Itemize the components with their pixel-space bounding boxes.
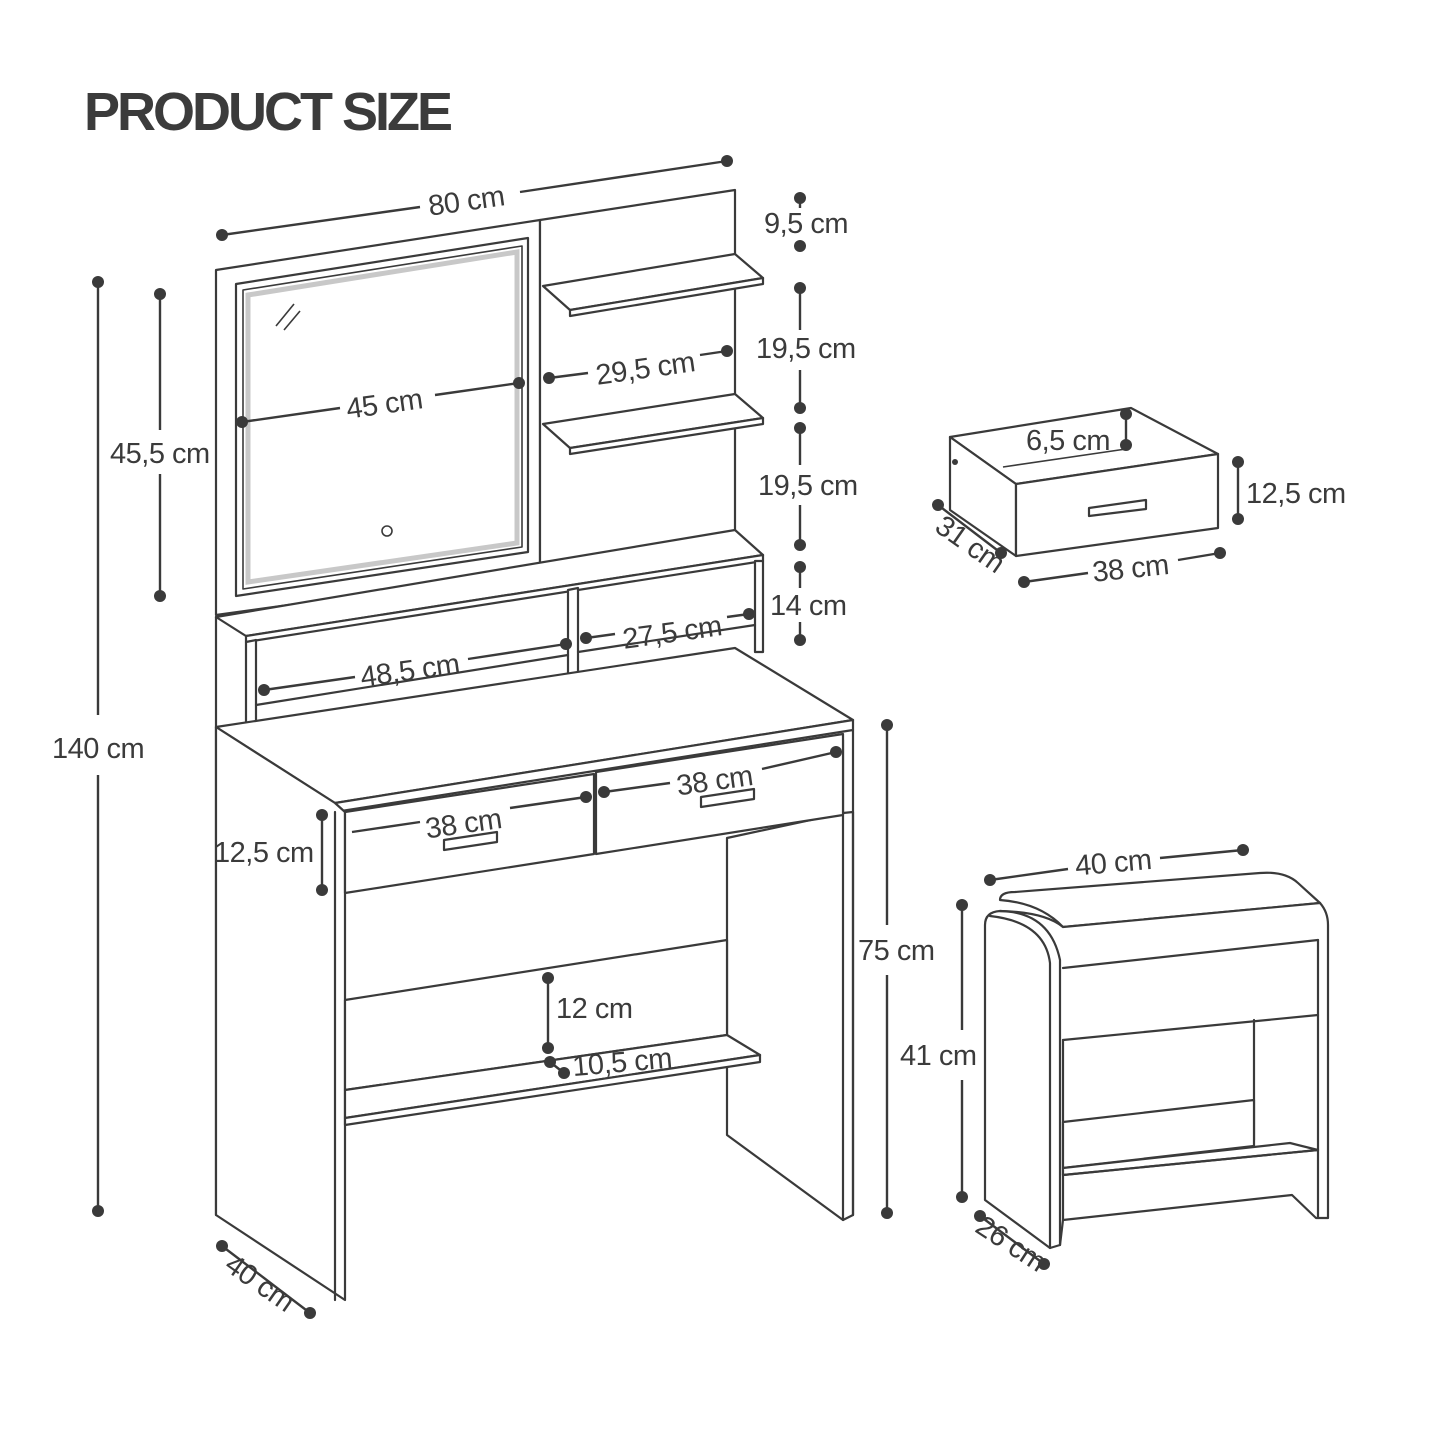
mirror-led-strip <box>245 249 520 585</box>
mirror-reflection <box>275 303 295 327</box>
stool-seat-top <box>998 871 1322 929</box>
label-hutch-right-width: 27,5 cm <box>621 610 724 656</box>
label-drawer-front-height: 12,5 cm <box>214 837 314 869</box>
right-drawer-handle <box>699 787 756 809</box>
label-drawer-detail-height: 12,5 cm <box>1246 478 1346 510</box>
label-drawer-inner-height: 6,5 cm <box>1026 425 1110 457</box>
label-shelf-gap-2: 19,5 cm <box>758 470 858 502</box>
label-stool-width: 40 cm <box>1074 844 1153 883</box>
drawer-detail-handle <box>1087 498 1148 518</box>
label-shelf-top-gap: 9,5 cm <box>764 208 848 240</box>
label-total-height: 140 cm <box>52 733 144 765</box>
dimension-labels: 80 cm 140 cm 45,5 cm 45 cm 9,5 cm 19,5 c… <box>52 180 1346 1318</box>
label-stool-height: 41 cm <box>900 1040 976 1072</box>
label-hutch-left-width: 48,5 cm <box>358 648 461 694</box>
label-hutch-height: 14 cm <box>770 590 846 622</box>
label-shelf-gap-1: 19,5 cm <box>756 333 856 365</box>
stool <box>983 871 1330 1250</box>
right-side-panel <box>725 810 855 1222</box>
label-drawer-detail-width: 38 cm <box>1091 549 1170 589</box>
label-desk-height: 75 cm <box>858 935 934 967</box>
mirror-frame <box>234 236 530 598</box>
page-title: PRODUCT SIZE <box>84 82 451 142</box>
label-lower-shelf-gap: 12 cm <box>556 993 632 1025</box>
label-total-width: 80 cm <box>426 180 506 222</box>
dimension-lines <box>92 155 1249 1319</box>
touch-switch-icon <box>381 525 393 537</box>
drawer-detail <box>948 406 1220 558</box>
stool-body <box>983 901 1330 1250</box>
label-mirror-height: 45,5 cm <box>110 438 210 470</box>
left-drawer-handle <box>442 830 499 852</box>
